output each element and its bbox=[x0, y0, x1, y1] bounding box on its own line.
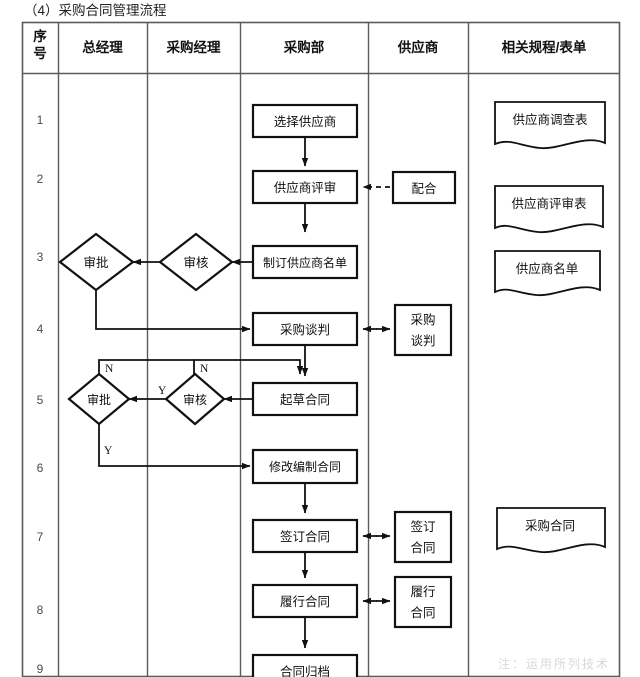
node-review-row5[interactable]: 审核 bbox=[164, 372, 226, 426]
connector-approve3-n4 bbox=[95, 290, 251, 333]
node-perform-contract[interactable]: 履行合同 bbox=[251, 583, 359, 619]
row-number: 4 bbox=[36, 322, 44, 336]
node-label: 制订供应商名单 bbox=[263, 255, 347, 270]
row-number: 1 bbox=[36, 113, 44, 127]
node-label: 采购谈判 bbox=[280, 322, 330, 337]
node-supplier-cooperate[interactable]: 配合 bbox=[391, 170, 457, 205]
column-header-docs: 相关规程/表单 bbox=[501, 40, 587, 55]
node-supplier-perform-contract[interactable]: 履行 合同 bbox=[393, 575, 453, 629]
row-number: 9 bbox=[36, 662, 44, 676]
connector-review5-n-loop bbox=[193, 359, 304, 375]
row-number: 5 bbox=[36, 393, 44, 407]
node-label: 审核 bbox=[183, 255, 209, 270]
node-approve-row5[interactable]: 审批 bbox=[67, 372, 131, 426]
node-label: 审批 bbox=[87, 392, 111, 407]
branch-label-n-approve: N bbox=[105, 363, 114, 375]
node-label: 起草合同 bbox=[280, 392, 330, 407]
doc-supplier-review-form[interactable]: 供应商评审表 bbox=[494, 185, 604, 233]
connector-approve5-n6 bbox=[98, 424, 251, 470]
page-title: （4）采购合同管理流程 bbox=[24, 3, 167, 18]
doc-label: 采购合同 bbox=[525, 518, 575, 533]
node-archive-contract[interactable]: 合同归档 bbox=[251, 653, 359, 677]
node-supplier-review[interactable]: 供应商评审 bbox=[251, 169, 359, 205]
node-label: 谈判 bbox=[410, 334, 435, 348]
row-number: 3 bbox=[36, 250, 44, 264]
connector-approve5-n-loop bbox=[98, 359, 194, 374]
node-review-row3[interactable]: 审核 bbox=[158, 232, 234, 292]
doc-label: 供应商调查表 bbox=[512, 112, 588, 127]
column-header-gm: 总经理 bbox=[82, 40, 123, 55]
node-label: 修改编制合同 bbox=[269, 459, 341, 474]
node-label: 审核 bbox=[183, 392, 207, 407]
row-number: 7 bbox=[36, 530, 44, 544]
node-label: 履行 bbox=[410, 585, 435, 599]
column-header-supplier: 供应商 bbox=[397, 40, 439, 55]
node-label: 合同 bbox=[410, 605, 435, 620]
row-number: 2 bbox=[36, 172, 44, 186]
node-approve-row3[interactable]: 审批 bbox=[58, 232, 135, 292]
node-supplier-negotiation[interactable]: 采购 谈判 bbox=[393, 303, 453, 357]
row-number: 8 bbox=[36, 603, 44, 617]
doc-purchase-contract[interactable]: 采购合同 bbox=[496, 507, 606, 553]
node-draft-contract[interactable]: 起草合同 bbox=[251, 381, 359, 417]
node-supplier-sign-contract[interactable]: 签订 合同 bbox=[393, 510, 453, 564]
node-label: 履行合同 bbox=[280, 594, 330, 609]
node-label: 供应商评审 bbox=[274, 180, 337, 195]
node-label: 合同 bbox=[410, 540, 435, 555]
row-number: 6 bbox=[36, 461, 44, 475]
node-purchase-negotiation[interactable]: 采购谈判 bbox=[251, 311, 359, 347]
node-label: 配合 bbox=[411, 181, 437, 196]
node-label: 采购 bbox=[410, 312, 435, 327]
doc-supplier-survey-form[interactable]: 供应商调查表 bbox=[494, 101, 606, 149]
node-revise-contract[interactable]: 修改编制合同 bbox=[251, 448, 359, 485]
branch-label-y-approve: Y bbox=[104, 445, 113, 457]
column-header-seq: 序 号 bbox=[33, 29, 47, 61]
node-label: 审批 bbox=[83, 255, 108, 270]
branch-label-y-review: Y bbox=[158, 385, 167, 397]
node-label: 签订 bbox=[410, 519, 435, 534]
watermark-text: 注：运用所列技术 bbox=[498, 657, 611, 671]
column-header-pdept: 采购部 bbox=[283, 40, 325, 55]
node-label: 选择供应商 bbox=[274, 114, 337, 129]
doc-label: 供应商名单 bbox=[516, 261, 579, 276]
node-label: 签订合同 bbox=[280, 529, 330, 544]
node-make-supplier-list[interactable]: 制订供应商名单 bbox=[251, 244, 359, 280]
column-header-pmgr: 采购经理 bbox=[166, 40, 221, 55]
doc-supplier-list[interactable]: 供应商名单 bbox=[494, 250, 601, 296]
branch-label-n-review: N bbox=[200, 363, 209, 375]
doc-label: 供应商评审表 bbox=[511, 196, 587, 211]
node-sign-contract[interactable]: 签订合同 bbox=[251, 518, 359, 554]
node-label: 合同归档 bbox=[280, 664, 330, 677]
node-select-supplier[interactable]: 选择供应商 bbox=[251, 103, 359, 139]
